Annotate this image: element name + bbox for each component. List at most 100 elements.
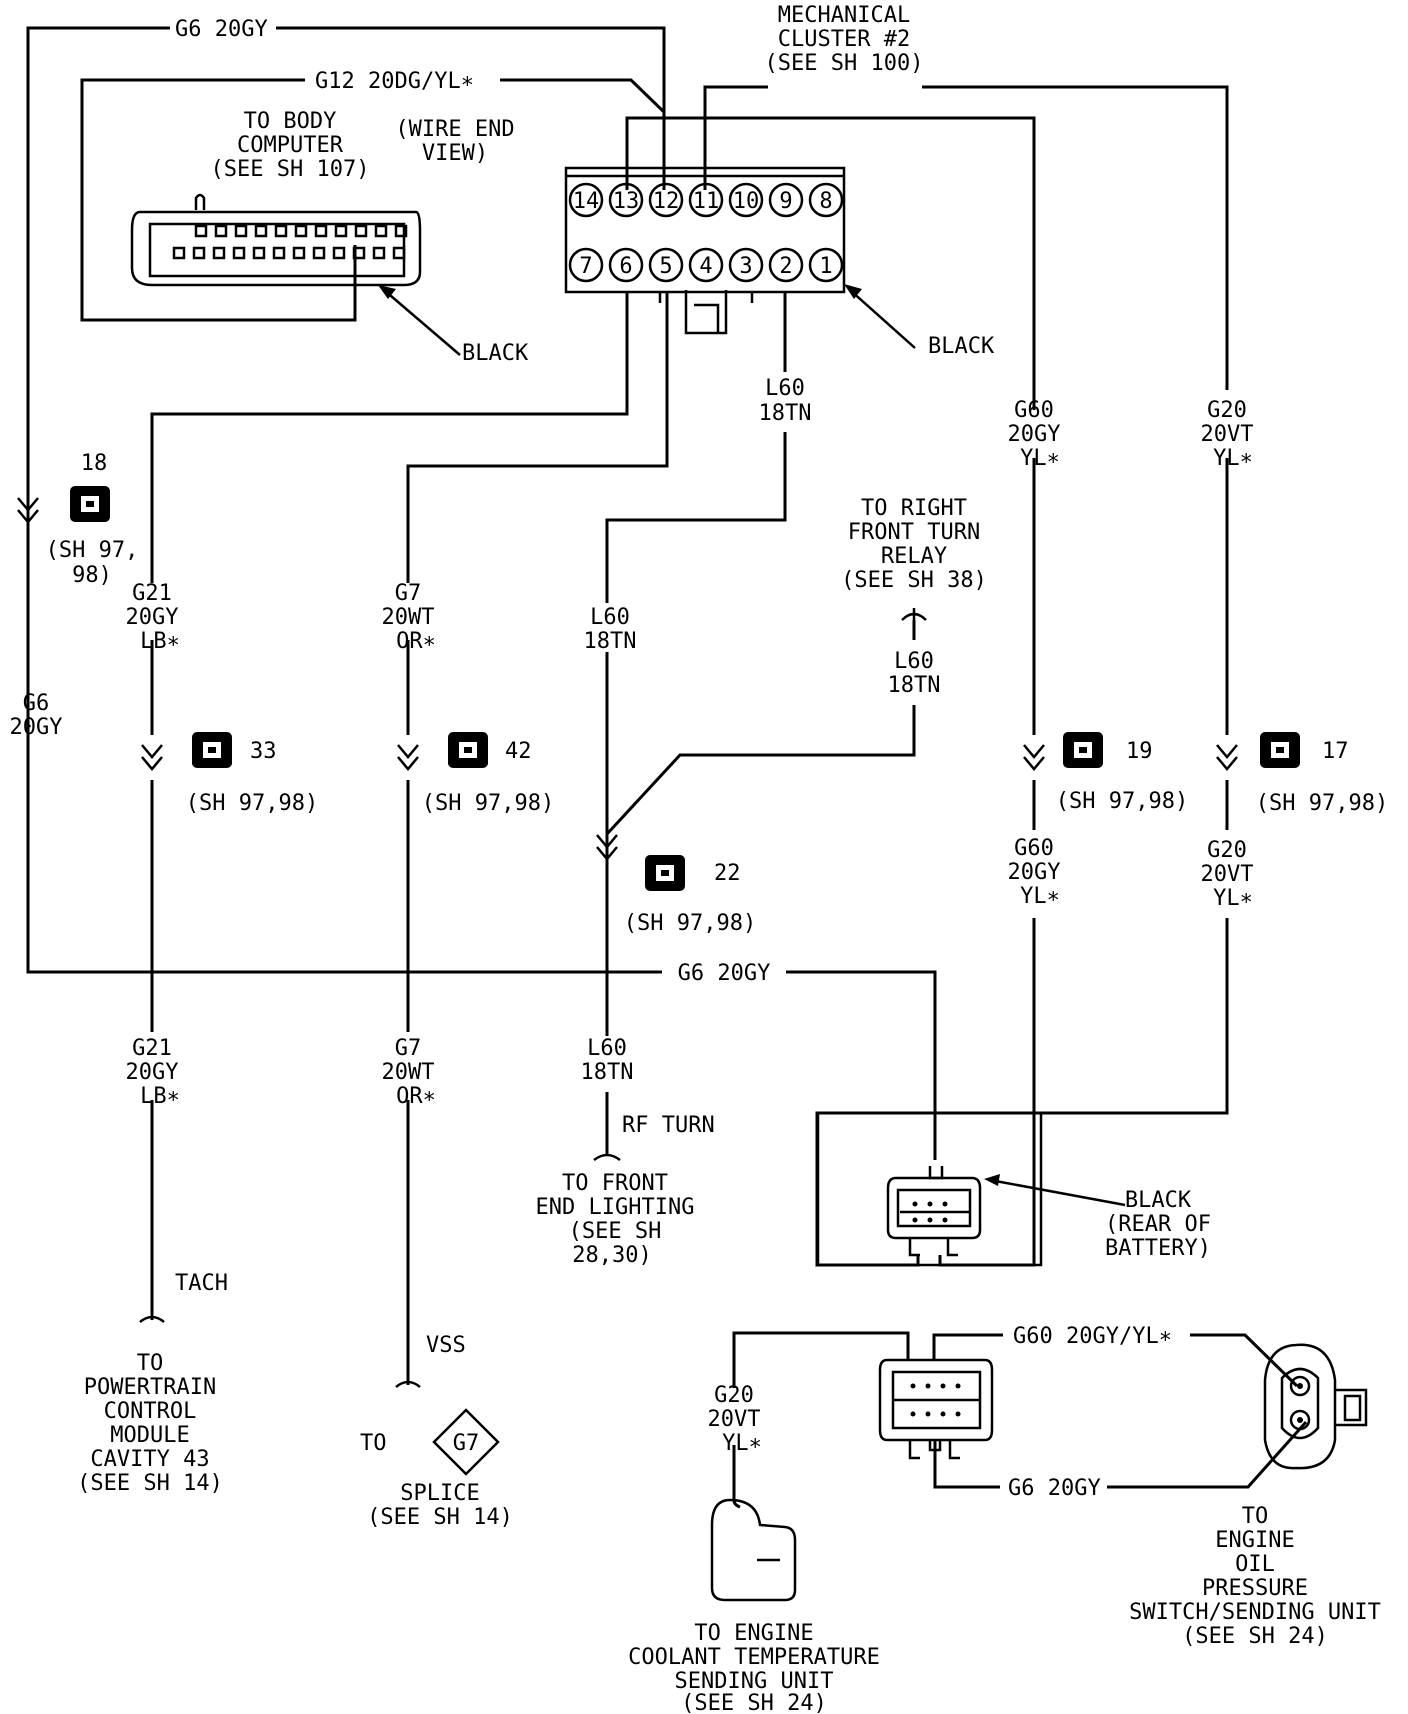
connector-icon-18 <box>70 486 110 522</box>
arrow-black-left <box>378 285 396 299</box>
label-wire-end-1: (WIRE END <box>395 117 514 142</box>
label-rft-3: RELAY <box>881 544 947 569</box>
pin-circle-12 <box>648 182 684 218</box>
connector-icon-42 <box>448 732 488 768</box>
body-computer-cavity <box>392 246 406 260</box>
label-g7-a2: 20WT <box>382 605 435 630</box>
label-rft-4: (SEE SH 38) <box>841 568 987 593</box>
body-computer-cavity <box>332 246 346 260</box>
body-computer-cavity <box>394 224 408 238</box>
label-battery-1: BLACK <box>1125 1188 1192 1213</box>
label-coolant-3: SENDING UNIT <box>675 1669 834 1694</box>
body-computer-cavity <box>272 246 286 260</box>
label-splice-1: SPLICE <box>400 1481 479 1506</box>
body-computer-cavity <box>212 246 226 260</box>
label-g20-c2: 20VT <box>708 1407 761 1432</box>
battery-connector <box>816 1111 1126 1267</box>
label-g20-a3: YL∗ <box>1213 446 1253 471</box>
label-oil-4: PRESSURE <box>1202 1576 1308 1601</box>
label-l60-a2: 18TN <box>759 401 812 426</box>
pin-circle-7 <box>568 247 604 283</box>
break-symbol-vss <box>395 1380 421 1388</box>
pin-label-12: 12 <box>653 189 680 214</box>
label-front-end-2: END LIGHTING <box>536 1195 695 1220</box>
oil-pressure-sensor <box>1263 1343 1368 1470</box>
pin-label-14: 14 <box>573 189 600 214</box>
pin-label-8: 8 <box>819 189 832 214</box>
label-pcm-1: TO <box>137 1351 164 1376</box>
label-connector-19-ref: (SH 97,98) <box>1056 789 1188 814</box>
wire-l60-a <box>605 432 787 603</box>
body-computer-cavity <box>294 224 308 238</box>
label-g20-b1: G20 <box>1207 838 1247 863</box>
body-computer-cavity <box>354 224 368 238</box>
label-l60-a1: L60 <box>765 376 805 401</box>
wire-g12 <box>80 78 357 322</box>
label-mech-1: MECHANICAL <box>778 3 910 28</box>
label-g6-bot: G6 20GY <box>1008 1476 1101 1501</box>
g7-splice-diamond <box>432 1408 500 1476</box>
label-bc-1: TO BODY <box>244 109 337 134</box>
chevron-33 <box>141 744 163 771</box>
pin-label-4: 4 <box>699 254 712 279</box>
body-computer-cavity <box>214 224 228 238</box>
wire-g20-top <box>922 85 1229 390</box>
label-connector-18-ref1: (SH 97, <box>46 538 139 563</box>
label-battery-2: (REAR OF <box>1105 1212 1211 1237</box>
label-g7-a3: OR∗ <box>396 629 436 654</box>
label-connector-42: 42 <box>505 739 532 764</box>
pin-circle-6 <box>608 247 644 283</box>
wire-g20-cool <box>732 1331 910 1388</box>
label-g7-b2: 20WT <box>382 1060 435 1085</box>
pin-circle-3 <box>728 247 764 283</box>
label-g60-b3: YL∗ <box>1020 884 1060 909</box>
label-g20-b2: 20VT <box>1201 862 1254 887</box>
label-black-right: BLACK <box>928 334 995 359</box>
label-connector-33-ref: (SH 97,98) <box>186 791 318 816</box>
label-vss: VSS <box>426 1333 466 1358</box>
leader-black-left <box>383 289 461 356</box>
inline-connectors <box>17 486 1300 891</box>
pin-label-10: 10 <box>733 189 760 214</box>
chevron-22 <box>596 834 618 861</box>
label-pcm-5: CAVITY 43 <box>90 1447 209 1472</box>
body-computer-cavity <box>192 246 206 260</box>
pin-label-2: 2 <box>779 254 792 279</box>
label-pcm-6: (SEE SH 14) <box>77 1471 223 1496</box>
label-g21-b1: G21 <box>132 1036 172 1061</box>
label-rf-turn: RF TURN <box>622 1113 715 1138</box>
label-l60-b2: 18TN <box>584 629 637 654</box>
body-computer-cavity <box>312 246 326 260</box>
chevron-18 <box>17 497 39 524</box>
pin-label-5: 5 <box>659 254 672 279</box>
label-front-end-3: (SEE SH <box>569 1219 662 1244</box>
connector-icon-17 <box>1260 732 1300 768</box>
label-oil-5: SWITCH/SENDING UNIT <box>1129 1600 1381 1625</box>
body-computer-cavity <box>372 246 386 260</box>
wire-g6-mid <box>786 970 937 1160</box>
label-l60-d1: L60 <box>587 1036 627 1061</box>
label-g21-a1: G21 <box>132 581 172 606</box>
label-pcm-3: CONTROL <box>104 1399 197 1424</box>
wire-pin5-g7 <box>406 292 669 583</box>
body-computer-cavity <box>252 246 266 260</box>
pin-label-11: 11 <box>693 189 720 214</box>
label-front-end-4: 28,30) <box>572 1243 651 1268</box>
label-coolant-1: TO ENGINE <box>694 1621 813 1646</box>
label-connector-17: 17 <box>1322 739 1349 764</box>
body-computer-cavity <box>352 246 366 260</box>
body-computer-pins <box>172 224 408 260</box>
wire-g60-oil-left <box>932 1333 1003 1360</box>
pin-circle-13 <box>608 182 644 218</box>
body-computer-cavity <box>234 224 248 238</box>
body-computer-cavity <box>232 246 246 260</box>
label-l60-d2: 18TN <box>581 1060 634 1085</box>
wire-g6-oil-left <box>933 1440 1000 1489</box>
leader-black-right <box>849 289 916 349</box>
label-g7-splice: G7 <box>453 1431 480 1456</box>
label-connector-42-ref: (SH 97,98) <box>422 791 554 816</box>
